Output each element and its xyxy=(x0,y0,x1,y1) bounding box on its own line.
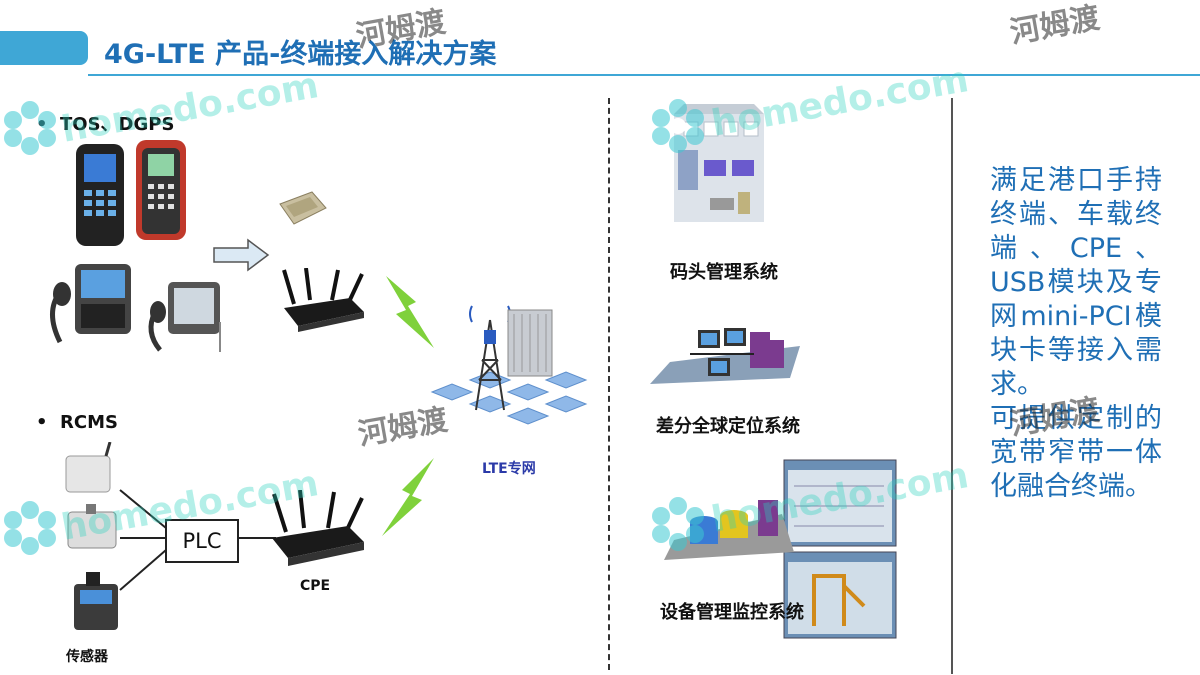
right-arrow-icon xyxy=(213,238,270,272)
caption-equipment-monitoring: 设备管理监控系统 xyxy=(660,602,804,623)
solution-description: 满足港口手持终端、车载终端、CPE、USB模块及专网mini-PCI模块卡等接入… xyxy=(990,164,1162,504)
dgps-network-image xyxy=(650,328,800,384)
page-title: 4G-LTE 产品-终端接入解决方案 xyxy=(104,39,497,70)
header-accent-bar xyxy=(0,31,88,65)
bullet-rcms-text: RCMS xyxy=(60,412,118,433)
sensor-device-2-image xyxy=(67,504,117,549)
lte-tower-image xyxy=(430,305,588,425)
vehicle-terminals-image xyxy=(50,264,221,352)
caption-terminal-management: 码头管理系统 xyxy=(670,262,778,283)
description-paragraph-2: 可提供定制的宽带窄带一体化融合终端。 xyxy=(990,403,1162,502)
router-image xyxy=(282,268,364,332)
watermark-cn: 河姆渡 xyxy=(1007,0,1103,51)
cpe-label: CPE xyxy=(300,578,331,594)
equipment-monitoring-image xyxy=(664,459,897,639)
lte-network-label: LTE专网 xyxy=(482,461,536,477)
watermark-latin: homedo.com xyxy=(708,59,972,145)
watermark-flower-icon xyxy=(4,501,56,555)
sensor-device-3-image xyxy=(74,572,118,630)
middle-right-divider xyxy=(951,98,953,674)
lightning-icon xyxy=(382,458,434,536)
sensor-label: 传感器 xyxy=(66,649,108,665)
plc-box: PLC xyxy=(165,519,239,563)
description-paragraph-1: 满足港口手持终端、车载终端、CPE、USB模块及专网mini-PCI模块卡等接入… xyxy=(990,165,1162,400)
left-middle-divider xyxy=(608,98,610,670)
sensor-connection-lines xyxy=(119,489,276,591)
caption-dgps: 差分全球定位系统 xyxy=(656,416,800,437)
bullet-tos-text: TOS、DGPS xyxy=(60,114,175,135)
mini-pci-module-image xyxy=(279,191,327,225)
watermark-flower-icon xyxy=(652,497,704,551)
watermark-flower-icon xyxy=(652,99,704,153)
bullet-rcms: •RCMS xyxy=(36,412,118,433)
sensor-device-1-image xyxy=(65,442,112,493)
lightning-icon xyxy=(386,276,434,348)
watermark-flower-icon xyxy=(4,101,56,155)
header-divider xyxy=(88,74,1200,76)
cpe-router-image xyxy=(272,490,364,566)
handheld-terminals-image xyxy=(76,140,186,246)
